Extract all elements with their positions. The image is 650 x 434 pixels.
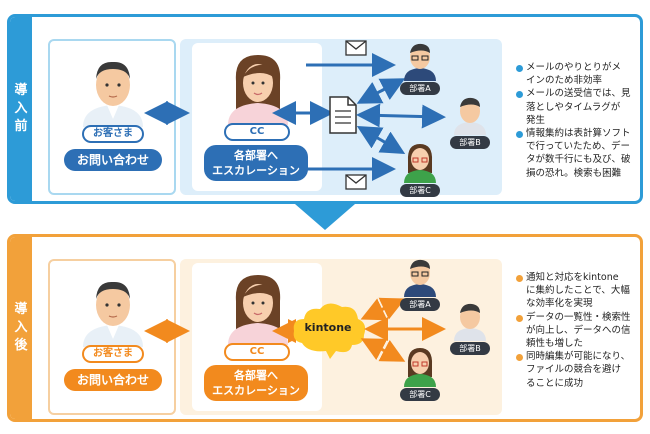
note-item: 情報集約は表計算ソフト で行っていたため、デー タが数千行にも及び、破 損の恐れ… xyxy=(516,127,640,180)
note-line: 同時編集が可能になり、 xyxy=(526,351,631,363)
document-icon xyxy=(329,96,357,134)
after-side-tab: 導 入 後 xyxy=(10,237,32,419)
note-line: に集約したことで、大幅 xyxy=(526,285,630,297)
dept-b-label: 部署B xyxy=(450,342,490,355)
note-line: タが数千行にも及び、破 xyxy=(526,154,631,166)
escalation-label-line: エスカレーション xyxy=(212,384,300,397)
dept-a-person-icon xyxy=(404,43,436,81)
escalation-label: 各部署へ エスカレーション xyxy=(204,365,308,401)
side-char: 導 xyxy=(14,302,28,317)
dept-c-label: 部署C xyxy=(400,388,440,401)
dept-a-label: 部署A xyxy=(400,82,440,95)
note-item: 同時編集が可能になり、 ファイルの競合を避け ることに成功 xyxy=(516,350,640,390)
dept-c-person-icon xyxy=(404,348,436,387)
escalation-label-line: 各部署へ xyxy=(234,369,278,382)
note-line: メールの送受信では、見 xyxy=(526,88,631,100)
note-line: 発生 xyxy=(526,114,546,126)
note-line: 損の恐れ。検索も困難 xyxy=(526,167,622,179)
cc-tag: CC xyxy=(224,343,290,361)
down-pointer-arrow xyxy=(295,204,355,230)
before-section: 導 入 前 xyxy=(7,14,643,204)
note-line: ファイルの競合を避け xyxy=(526,364,622,376)
after-section: 導 入 後 xyxy=(7,234,643,422)
envelope-icon xyxy=(345,40,367,56)
note-line: が向上し、データへの信 xyxy=(526,324,631,336)
inquiry-label: お問い合わせ xyxy=(64,369,162,391)
cc-staff-woman-icon xyxy=(228,275,288,345)
escalation-label-line: エスカレーション xyxy=(212,164,300,177)
note-item: メールの送受信では、見 落としやタイムラグが 発生 xyxy=(516,87,640,127)
note-line: データの一覧性・検索性 xyxy=(526,311,631,323)
envelope-icon xyxy=(345,174,367,190)
side-char: 入 xyxy=(14,320,28,335)
side-char: 入 xyxy=(14,101,28,116)
note-item: データの一覧性・検索性 が向上し、データへの信 頼性も増した xyxy=(516,311,640,351)
dept-b-person-icon xyxy=(454,303,486,341)
side-char: 後 xyxy=(14,338,28,353)
note-line: で行っていたため、デー xyxy=(526,141,631,153)
customer-tag: お客さま xyxy=(82,345,144,363)
note-line: ることに成功 xyxy=(526,377,584,389)
note-line: 通知と対応をkintone xyxy=(526,272,619,283)
cc-tag: CC xyxy=(224,123,290,141)
after-notes: 通知と対応をkintone に集約したことで、大幅 な効率化を実現 データの一覧… xyxy=(516,271,640,390)
note-line: 頼性も増した xyxy=(526,338,584,350)
customer-man-icon xyxy=(83,281,143,347)
before-side-tab: 導 入 前 xyxy=(10,17,32,201)
kintone-hub-label: kintone xyxy=(304,321,352,334)
note-line: 落としやタイムラグが xyxy=(526,101,621,113)
customer-man-icon xyxy=(83,61,143,127)
dept-b-person-icon xyxy=(454,97,486,135)
before-notes: メールのやりとりがメ インのため非効率 メールの送受信では、見 落としやタイムラ… xyxy=(516,61,640,180)
dept-a-label: 部署A xyxy=(400,298,440,311)
note-line: 情報集約は表計算ソフト xyxy=(526,128,631,140)
before-diagram-graphics xyxy=(83,40,486,190)
note-line: な効率化を実現 xyxy=(526,298,593,310)
note-item: メールのやりとりがメ インのため非効率 xyxy=(516,61,640,87)
after-diagram-graphics xyxy=(83,259,486,387)
dept-c-person-icon xyxy=(404,144,436,183)
dept-c-label: 部署C xyxy=(400,184,440,197)
escalation-label: 各部署へ エスカレーション xyxy=(204,145,308,181)
kintone-cloud-icon xyxy=(293,303,366,359)
note-line: メールのやりとりがメ xyxy=(526,62,622,73)
escalation-label-line: 各部署へ xyxy=(234,149,278,162)
customer-tag: お客さま xyxy=(82,125,144,143)
side-char: 導 xyxy=(14,83,28,98)
inquiry-label: お問い合わせ xyxy=(64,149,162,171)
dept-b-label: 部署B xyxy=(450,136,490,149)
side-char: 前 xyxy=(14,119,28,134)
note-line: インのため非効率 xyxy=(526,75,603,87)
dept-a-person-icon xyxy=(404,259,436,297)
note-item: 通知と対応をkintone に集約したことで、大幅 な効率化を実現 xyxy=(516,271,640,311)
